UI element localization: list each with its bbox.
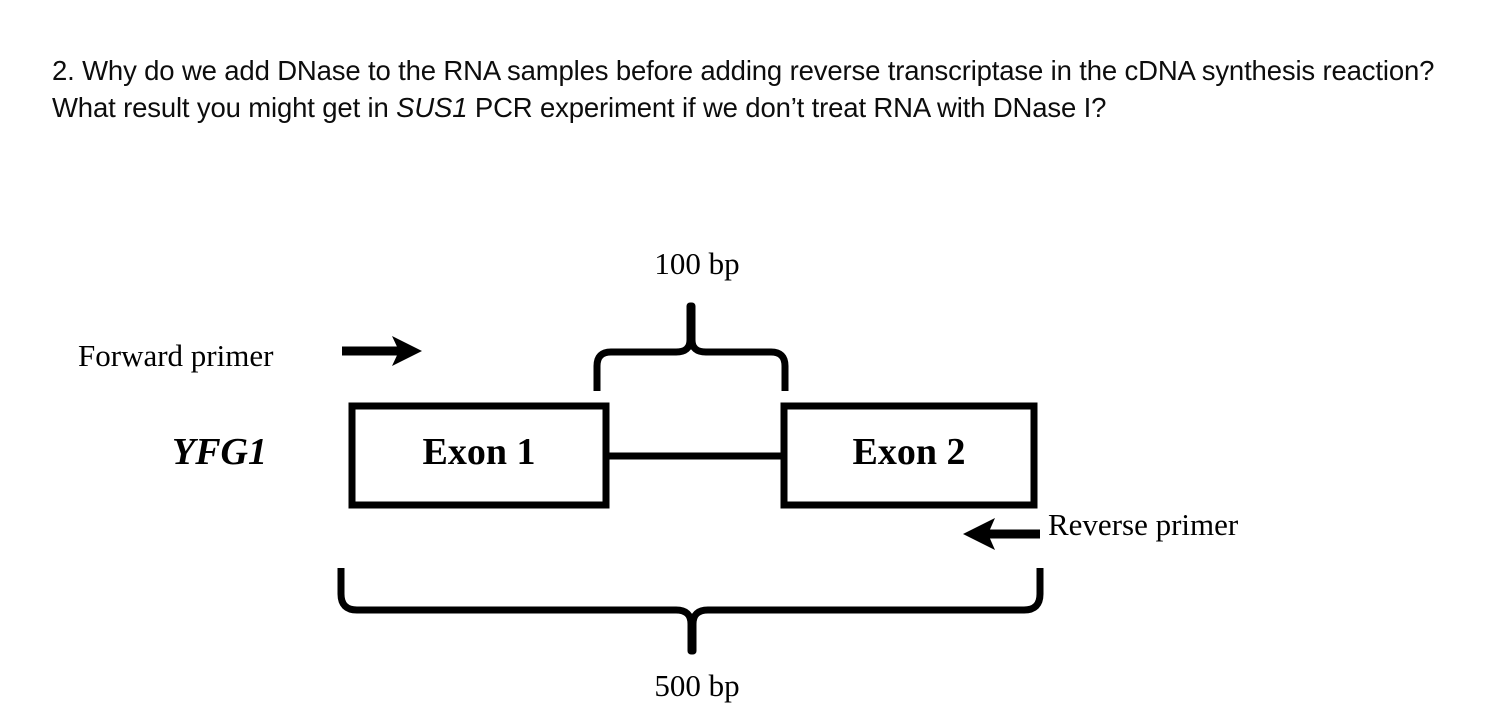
reverse-primer-label: Reverse primer xyxy=(1048,507,1239,542)
gene-name-sus1: SUS1 xyxy=(396,92,468,123)
question-text: 2. Why do we add DNase to the RNA sample… xyxy=(52,52,1472,126)
question-text-part-2: PCR experiment if we don’t treat RNA wit… xyxy=(467,92,1107,123)
exon1-label: Exon 1 xyxy=(422,431,536,473)
gene-label-yfg1: YFG1 xyxy=(172,431,267,473)
arrow-left-icon xyxy=(963,518,1040,550)
arrow-right-icon xyxy=(342,336,422,366)
top-brace-label-100bp: 100 bp xyxy=(654,246,740,281)
bottom-brace xyxy=(337,568,1044,655)
bottom-brace-label-500bp: 500 bp xyxy=(654,668,740,703)
exon2-label: Exon 2 xyxy=(852,431,966,473)
forward-primer-label: Forward primer xyxy=(78,338,274,373)
question-text-part-1: 2. Why do we add DNase to the RNA sample… xyxy=(52,55,1435,123)
top-brace xyxy=(593,302,789,391)
